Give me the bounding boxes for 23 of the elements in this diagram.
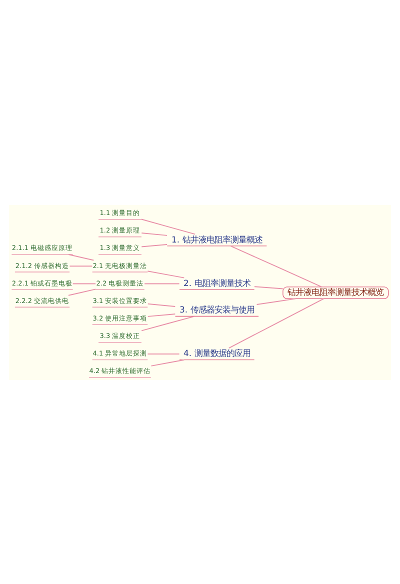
connector [141, 244, 168, 247]
connector [68, 288, 96, 296]
connector [230, 245, 322, 287]
node-text: 3. 传感器安装与使用 [180, 304, 254, 314]
connector [147, 302, 176, 306]
node-text: 4. 测量数据的应用 [184, 348, 250, 358]
connector [140, 218, 196, 234]
connector [228, 298, 324, 348]
node-text: 2. 电阻率测量技术 [184, 277, 250, 288]
connector [147, 313, 176, 316]
connector [141, 232, 168, 236]
connector [256, 298, 296, 304]
connector [68, 254, 94, 260]
connector [147, 270, 185, 278]
connector [69, 265, 93, 266]
node-box: 钻井液电阻率测量技术概览 [282, 286, 389, 298]
connector [144, 282, 180, 284]
connector [72, 282, 96, 284]
connector [254, 286, 284, 289]
node-text: 1. 钻井液电阻率测量概述 [172, 234, 262, 244]
connector [141, 315, 196, 331]
connector [147, 353, 180, 354]
connector [150, 358, 185, 366]
